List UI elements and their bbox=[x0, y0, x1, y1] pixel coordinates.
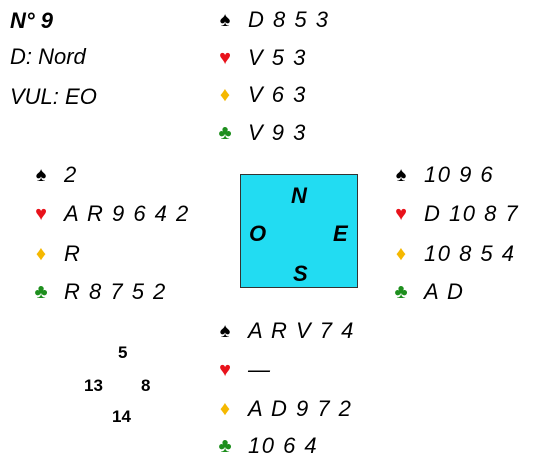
board-number: N° 9 bbox=[10, 8, 54, 33]
south-clubs: 10 6 4 bbox=[248, 433, 319, 458]
west-diamonds-row: ♦ R bbox=[30, 239, 81, 269]
club-icon: ♣ bbox=[34, 280, 48, 303]
vulnerability-label: VUL: EO bbox=[10, 84, 97, 109]
heart-icon: ♥ bbox=[219, 46, 231, 69]
spade-icon: ♠ bbox=[35, 163, 47, 186]
diamond-icon: ♦ bbox=[35, 242, 47, 265]
east-spades-row: ♠ 10 9 6 bbox=[390, 160, 494, 190]
hcp-north: 5 bbox=[118, 343, 128, 362]
north-hearts-row: ♥ V 5 3 bbox=[214, 43, 307, 73]
north-diamonds-row: ♦ V 6 3 bbox=[214, 80, 307, 110]
east-spades: 10 9 6 bbox=[424, 162, 495, 187]
south-spades-row: ♠ A R V 7 4 bbox=[214, 316, 355, 346]
compass-east: E bbox=[333, 221, 348, 246]
south-spades: A R V 7 4 bbox=[248, 318, 355, 343]
west-spades-row: ♠ 2 bbox=[30, 160, 78, 190]
west-clubs-row: ♣ R 8 7 5 2 bbox=[30, 277, 167, 307]
east-diamonds: 10 8 5 4 bbox=[424, 241, 516, 266]
east-hearts: D 10 8 7 bbox=[424, 201, 520, 226]
west-hearts: A R 9 6 4 2 bbox=[64, 201, 190, 226]
hcp-south: 14 bbox=[112, 407, 131, 426]
west-clubs: R 8 7 5 2 bbox=[64, 279, 167, 304]
north-clubs-row: ♣ V 9 3 bbox=[214, 118, 307, 148]
heart-icon: ♥ bbox=[219, 358, 231, 381]
south-hearts: — bbox=[248, 357, 272, 382]
compass-west: O bbox=[249, 221, 267, 246]
north-spades: D 8 5 3 bbox=[248, 7, 330, 32]
spade-icon: ♠ bbox=[219, 8, 231, 31]
heart-icon: ♥ bbox=[35, 202, 47, 225]
east-clubs-row: ♣ A D bbox=[390, 277, 464, 307]
north-clubs: V 9 3 bbox=[248, 120, 307, 145]
south-diamonds: A D 9 7 2 bbox=[248, 396, 353, 421]
spade-icon: ♠ bbox=[395, 163, 407, 186]
club-icon: ♣ bbox=[394, 280, 408, 303]
hcp-east: 8 bbox=[141, 376, 151, 395]
diamond-icon: ♦ bbox=[395, 242, 407, 265]
table-compass: N O E S bbox=[240, 174, 358, 288]
west-diamonds: R bbox=[64, 241, 82, 266]
diamond-icon: ♦ bbox=[219, 397, 231, 420]
north-diamonds: V 6 3 bbox=[248, 82, 307, 107]
north-spades-row: ♠ D 8 5 3 bbox=[214, 5, 329, 35]
east-clubs: A D bbox=[424, 279, 465, 304]
dealer-label: D: Nord bbox=[10, 44, 86, 69]
north-hearts: V 5 3 bbox=[248, 45, 307, 70]
heart-icon: ♥ bbox=[395, 202, 407, 225]
west-hearts-row: ♥ A R 9 6 4 2 bbox=[30, 199, 190, 229]
south-hearts-row: ♥ — bbox=[214, 355, 272, 385]
east-hearts-row: ♥ D 10 8 7 bbox=[390, 199, 519, 229]
compass-north: N bbox=[291, 183, 307, 208]
club-icon: ♣ bbox=[218, 434, 232, 457]
hcp-west: 13 bbox=[84, 376, 103, 395]
spade-icon: ♠ bbox=[219, 319, 231, 342]
compass-south: S bbox=[293, 261, 308, 286]
south-diamonds-row: ♦ A D 9 7 2 bbox=[214, 394, 352, 424]
diamond-icon: ♦ bbox=[219, 83, 231, 106]
south-clubs-row: ♣ 10 6 4 bbox=[214, 431, 318, 461]
club-icon: ♣ bbox=[218, 121, 232, 144]
east-diamonds-row: ♦ 10 8 5 4 bbox=[390, 239, 516, 269]
west-spades: 2 bbox=[64, 162, 78, 187]
